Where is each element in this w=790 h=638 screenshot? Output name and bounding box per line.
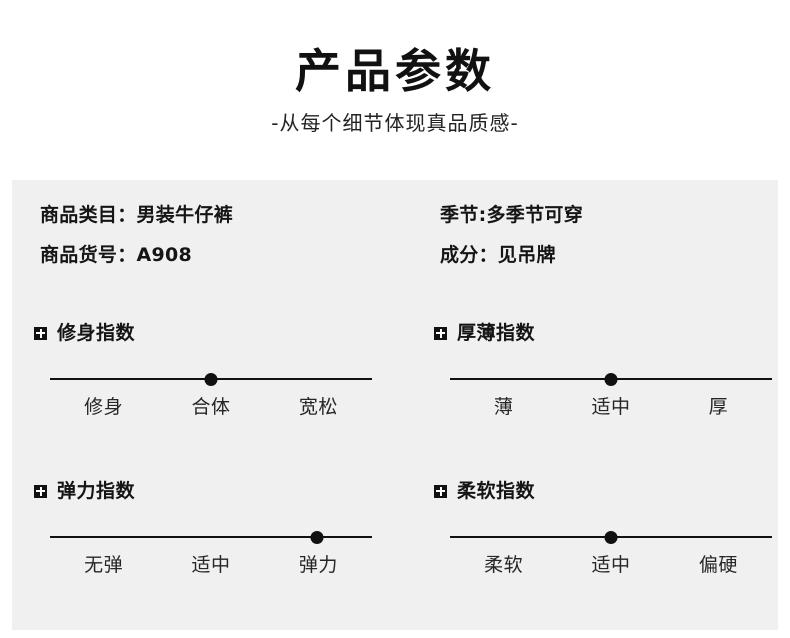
plus-square-icon <box>34 326 47 340</box>
index-block-thickness: 厚薄指数 薄 适中 厚 <box>430 322 780 419</box>
slider-label-thickness-1: 适中 <box>591 396 631 418</box>
slider-label-softness-0: 柔软 <box>484 554 524 576</box>
index-header-elasticity: 弹力指数 <box>34 480 380 502</box>
spec-panel: 商品类目：男装牛仔裤 商品货号：A908 季节:多季节可穿 成分：见吊牌 修身指… <box>12 180 778 630</box>
page-title: 产品参数 <box>295 44 495 98</box>
slider-label-softness-2: 偏硬 <box>698 554 738 576</box>
index-header-fit: 修身指数 <box>34 322 380 344</box>
plus-square-icon <box>434 326 447 340</box>
slider-label-thickness-2: 厚 <box>708 396 729 418</box>
product-material-line: 成分：见吊牌 <box>440 244 556 266</box>
slider-thumb-softness[interactable] <box>604 531 618 544</box>
index-title-softness: 柔软指数 <box>457 479 536 502</box>
index-header-thickness: 厚薄指数 <box>434 322 780 344</box>
slider-thumb-fit[interactable] <box>204 373 218 386</box>
slider-thumb-thickness[interactable] <box>604 373 618 386</box>
slider-label-fit-1: 合体 <box>191 396 231 418</box>
slider-label-elasticity-1: 适中 <box>191 554 231 576</box>
product-season-line: 季节:多季节可穿 <box>440 204 583 226</box>
slider-elasticity[interactable] <box>50 529 372 545</box>
slider-labels-fit: 修身 合体 宽松 <box>50 396 372 419</box>
index-title-thickness: 厚薄指数 <box>457 321 536 344</box>
slider-label-softness-1: 适中 <box>591 554 631 576</box>
index-header-softness: 柔软指数 <box>434 480 780 502</box>
index-block-fit: 修身指数 修身 合体 宽松 <box>30 322 380 419</box>
slider-label-fit-0: 修身 <box>84 396 124 418</box>
index-block-softness: 柔软指数 柔软 适中 偏硬 <box>430 480 780 577</box>
product-category-line: 商品类目：男装牛仔裤 <box>40 204 234 226</box>
index-block-elasticity: 弹力指数 无弹 适中 弹力 <box>30 480 380 577</box>
slider-track-elasticity[interactable] <box>50 536 372 538</box>
index-title-elasticity: 弹力指数 <box>57 479 136 502</box>
slider-fit[interactable] <box>50 371 372 387</box>
slider-softness[interactable] <box>450 529 772 545</box>
slider-thumb-elasticity[interactable] <box>310 531 324 544</box>
product-info-column-left: 商品类目：男装牛仔裤 商品货号：A908 <box>40 206 233 286</box>
slider-labels-thickness: 薄 适中 厚 <box>450 396 772 419</box>
product-info-column-right: 季节:多季节可穿 成分：见吊牌 <box>440 206 583 286</box>
index-title-fit: 修身指数 <box>57 321 136 344</box>
slider-label-elasticity-2: 弹力 <box>298 554 338 576</box>
page-header: 产品参数 -从每个细节体现真品质感- <box>0 0 790 135</box>
slider-label-elasticity-0: 无弹 <box>84 554 124 576</box>
slider-labels-softness: 柔软 适中 偏硬 <box>450 554 772 577</box>
product-sku-line: 商品货号：A908 <box>40 244 193 266</box>
plus-square-icon <box>434 484 447 498</box>
slider-label-fit-2: 宽松 <box>298 396 338 418</box>
slider-labels-elasticity: 无弹 适中 弹力 <box>50 554 372 577</box>
slider-label-thickness-0: 薄 <box>493 396 514 418</box>
page-subtitle: -从每个细节体现真品质感- <box>271 110 519 135</box>
plus-square-icon <box>34 484 47 498</box>
product-info-grid: 商品类目：男装牛仔裤 商品货号：A908 季节:多季节可穿 成分：见吊牌 <box>12 206 778 302</box>
slider-thickness[interactable] <box>450 371 772 387</box>
